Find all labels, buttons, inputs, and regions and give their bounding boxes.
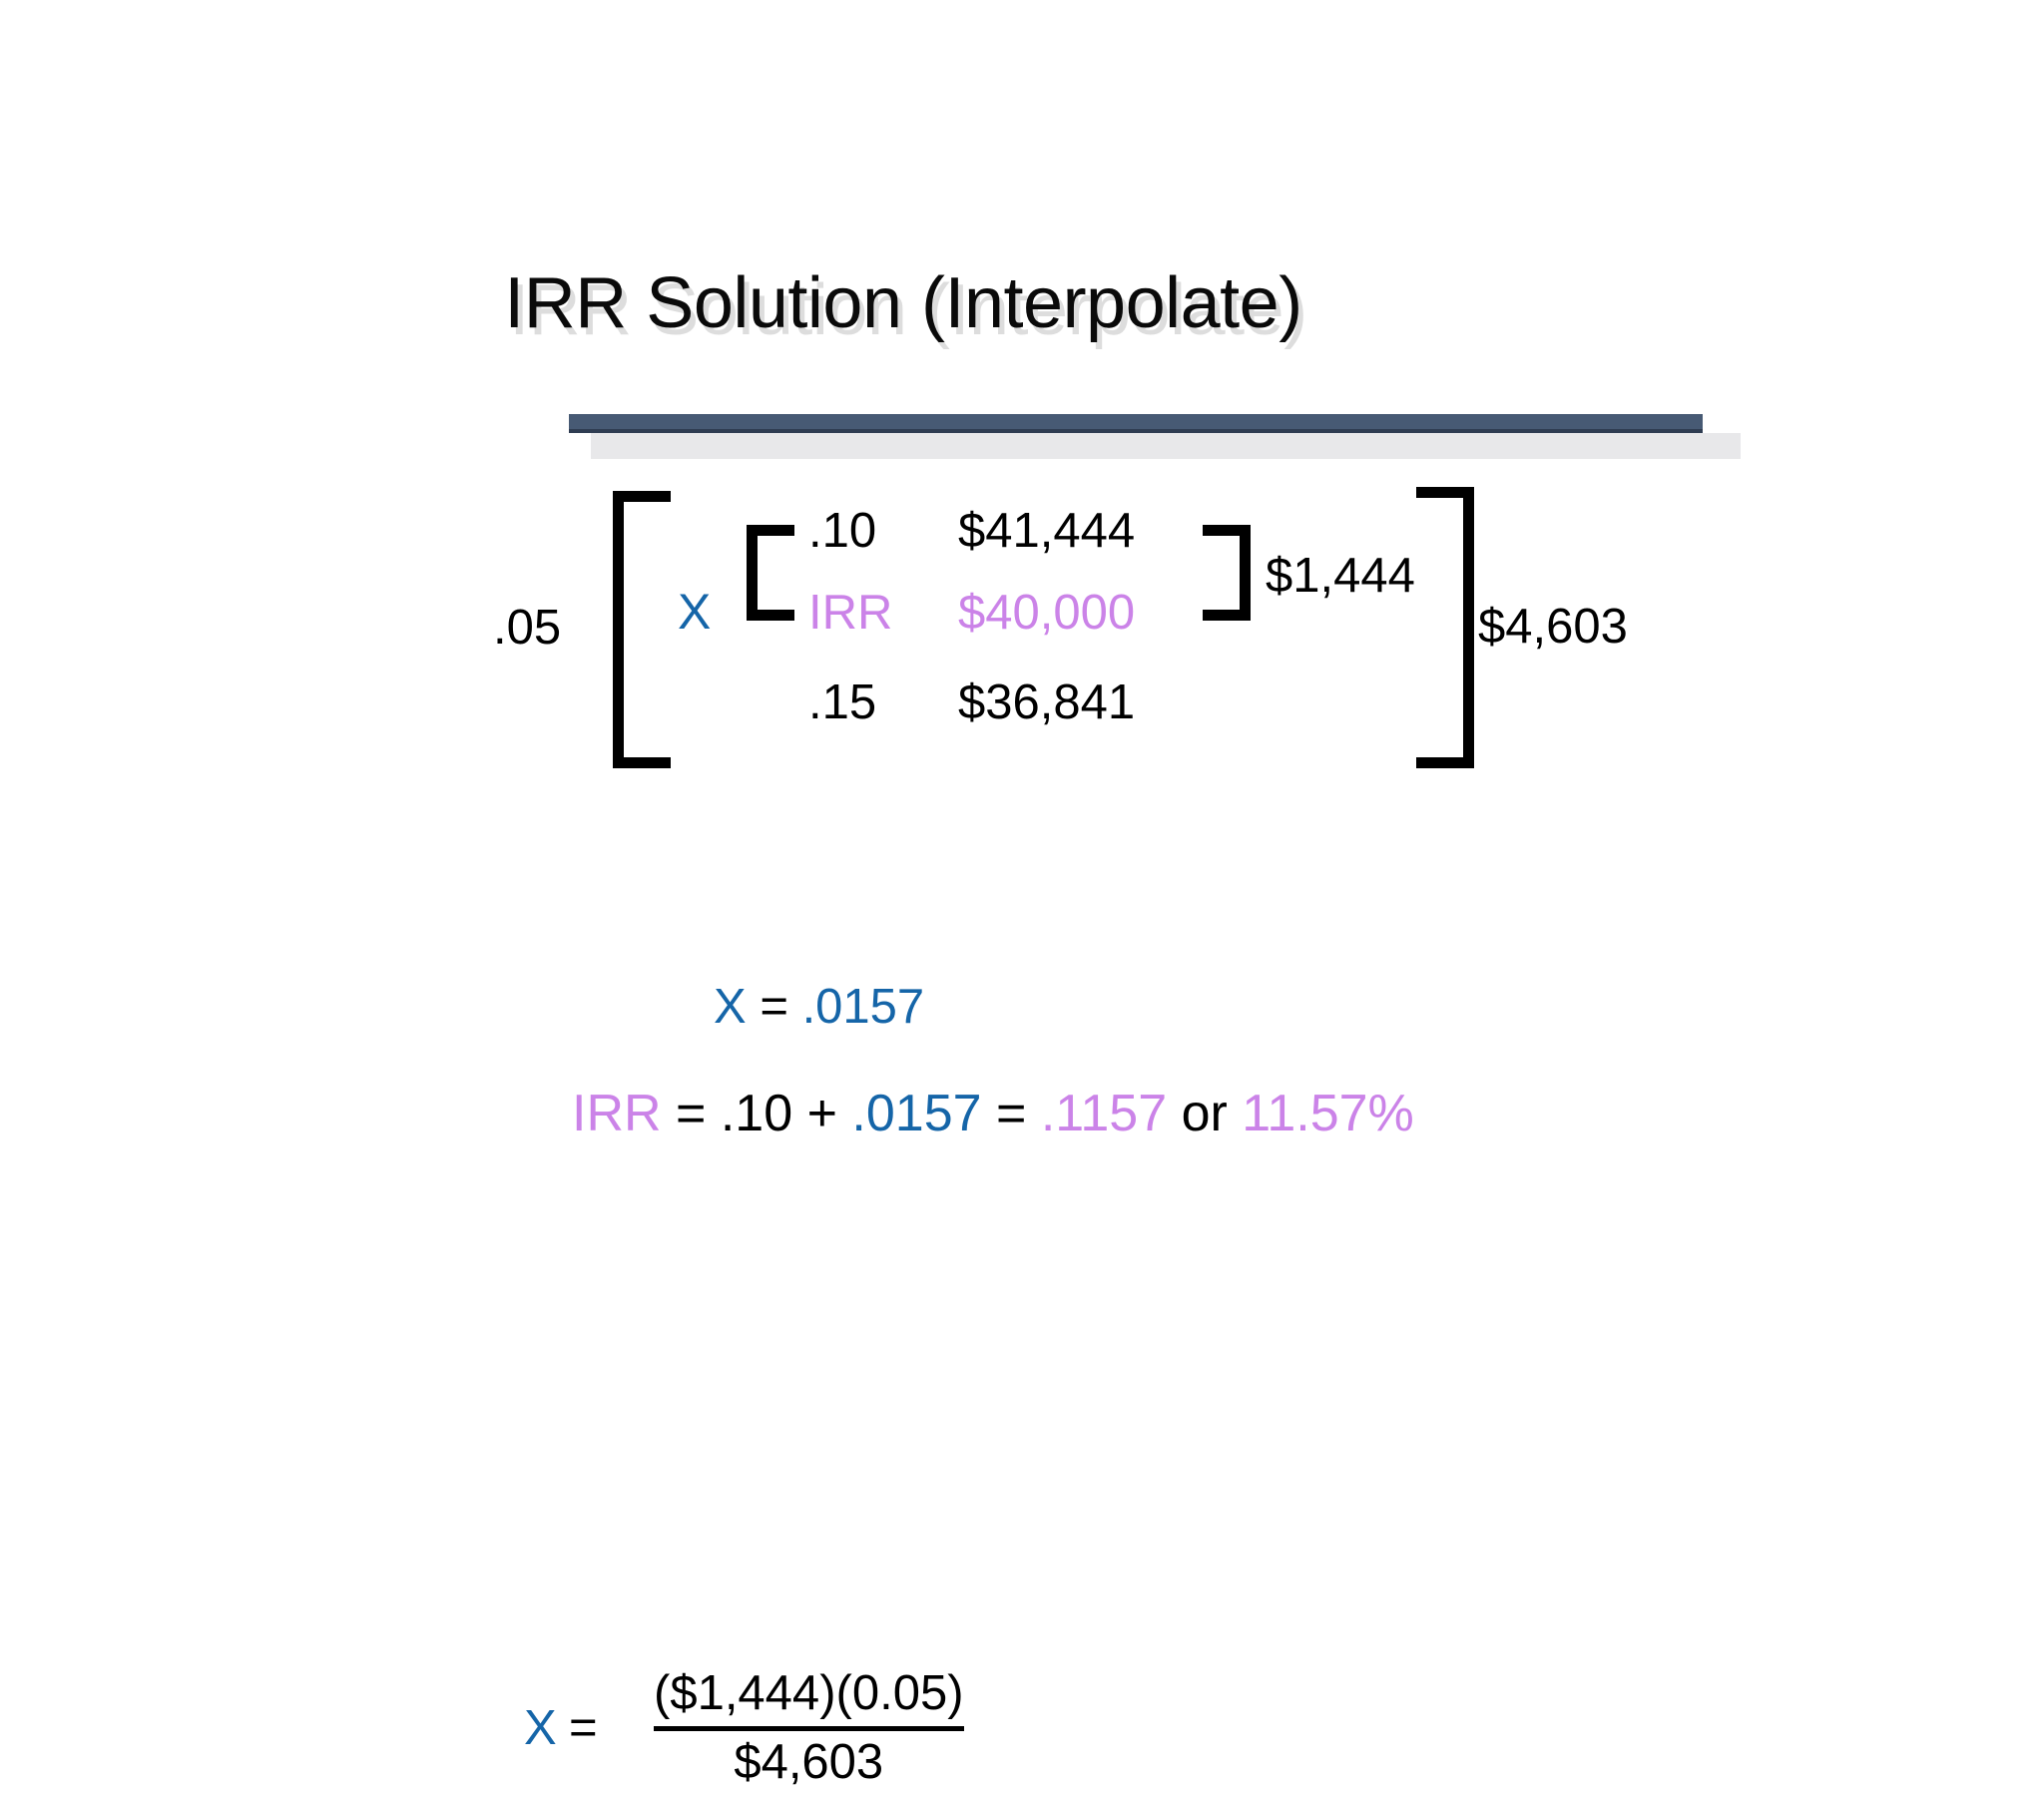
interpolation-matrix: .05 X .10 $41,444 IRR $40,000 .15 $36,84… bbox=[0, 469, 2044, 798]
irr-plus-sign: + bbox=[806, 1085, 837, 1142]
fraction-denominator: $4,603 bbox=[734, 1734, 884, 1789]
matrix-row-rate-2: .15 bbox=[808, 675, 877, 729]
matrix-row-value-2: $36,841 bbox=[958, 675, 1136, 729]
x-value-equals-sign: = bbox=[760, 980, 788, 1034]
inner-bracket-right bbox=[1203, 525, 1251, 621]
fraction-body: ($1,444)(0.05) $4,603 bbox=[654, 1664, 964, 1793]
fraction-equation: X = ($1,444)(0.05) $4,603 bbox=[0, 828, 2044, 1789]
fraction-variable: X bbox=[524, 1701, 557, 1755]
title-container: IRR Solution (Interpolate) bbox=[0, 267, 1806, 339]
irr-base-rate: .10 bbox=[720, 1085, 793, 1142]
irr-conjunction: or bbox=[1181, 1085, 1228, 1142]
x-value-result: .0157 bbox=[801, 980, 925, 1034]
irr-equals-sign-2: = bbox=[996, 1085, 1027, 1142]
outer-left-rate-label: .05 bbox=[493, 601, 562, 655]
matrix-row-rate-1: IRR bbox=[808, 586, 893, 640]
irr-increment: .0157 bbox=[851, 1085, 982, 1142]
outer-bracket-result: $4,603 bbox=[1478, 600, 1628, 654]
irr-equals-sign-1: = bbox=[676, 1085, 707, 1142]
outer-bracket-left bbox=[613, 491, 671, 768]
divider-bar bbox=[569, 414, 1703, 433]
inner-bracket-result: $1,444 bbox=[1266, 549, 1415, 603]
fraction-rule bbox=[654, 1725, 964, 1731]
slide-canvas: IRR Solution (Interpolate) .05 X .10 $41… bbox=[0, 267, 2044, 1789]
x-value-equation: X = .0157 bbox=[714, 983, 924, 1032]
outer-bracket-right bbox=[1416, 487, 1474, 768]
irr-final-equation: IRR = .10 + .0157 = .1157 or 11.57% bbox=[572, 1088, 1414, 1139]
fraction-equals-sign: = bbox=[569, 1701, 598, 1755]
fraction-numerator: ($1,444)(0.05) bbox=[654, 1666, 964, 1720]
page-title: IRR Solution (Interpolate) bbox=[504, 263, 1302, 343]
x-value-variable: X bbox=[714, 980, 747, 1034]
irr-result-percent: 11.57% bbox=[1242, 1085, 1414, 1142]
matrix-row-value-1: $40,000 bbox=[958, 586, 1136, 640]
matrix-row-rate-0: .10 bbox=[808, 504, 877, 558]
irr-result-decimal: .1157 bbox=[1040, 1085, 1168, 1142]
multiplier-symbol: X bbox=[678, 584, 712, 640]
matrix-row-value-0: $41,444 bbox=[958, 504, 1136, 558]
divider-shadow bbox=[591, 433, 1741, 459]
irr-label: IRR bbox=[572, 1085, 662, 1142]
inner-bracket-left bbox=[747, 525, 794, 621]
